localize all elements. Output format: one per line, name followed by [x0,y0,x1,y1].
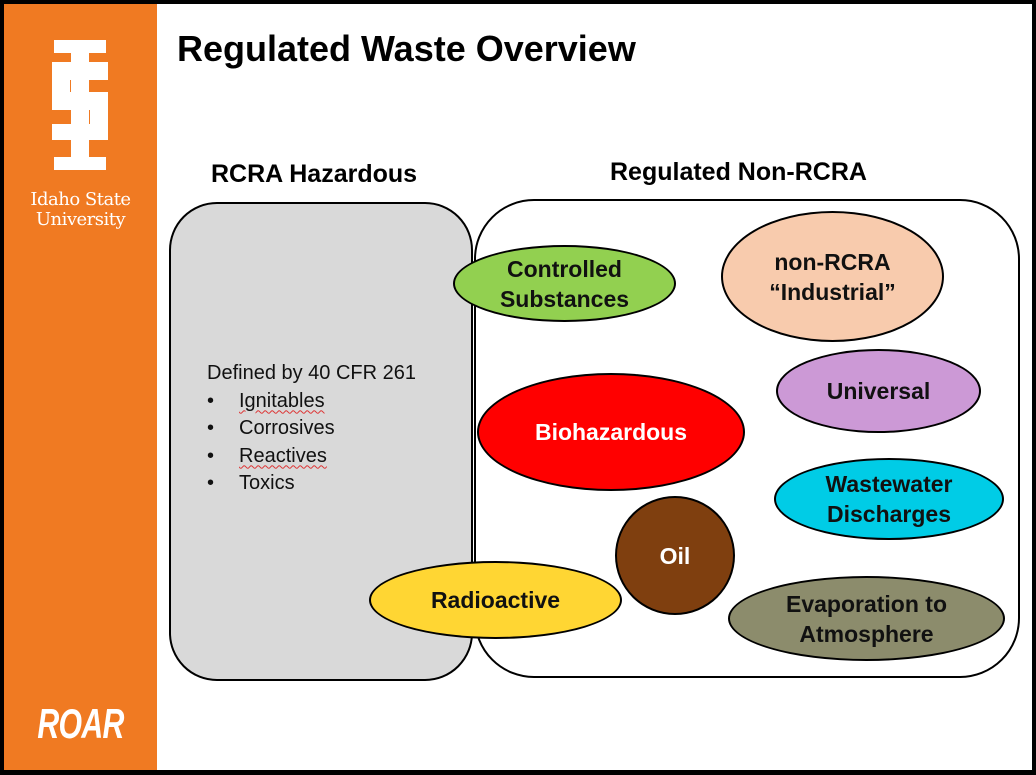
rcra-item-corrosives: Corrosives [207,415,416,443]
university-name-line2: University [35,209,126,230]
slide-title: Regulated Waste Overview [177,28,636,69]
rcra-list: Ignitables Corrosives Reactives Toxics [207,388,416,498]
isu-logo-icon [52,40,108,170]
university-name-line1: Idaho State [30,189,131,210]
rcra-definition-text: Defined by 40 CFR 261 [207,362,417,384]
rcra-item-toxics: Toxics [207,470,416,498]
rcra-item-reactives: Reactives [207,443,416,471]
category-universal: Universal [776,349,981,433]
category-biohazardous: Biohazardous [477,373,745,491]
rcra-heading: RCRA Hazardous [211,160,418,188]
non-rcra-heading: Regulated Non-RCRA [610,158,867,186]
category-oil: Oil [615,496,735,615]
rcra-definition: Defined by 40 CFR 261 Ignitables Corrosi… [207,360,416,498]
university-name: Idaho State University [4,190,157,230]
category-non-rcra-industrial: non-RCRA“Industrial” [721,211,944,342]
rcra-item-ignitables: Ignitables [207,388,416,416]
roar-logo: ROAR [37,700,124,747]
category-radioactive: Radioactive [369,561,622,639]
